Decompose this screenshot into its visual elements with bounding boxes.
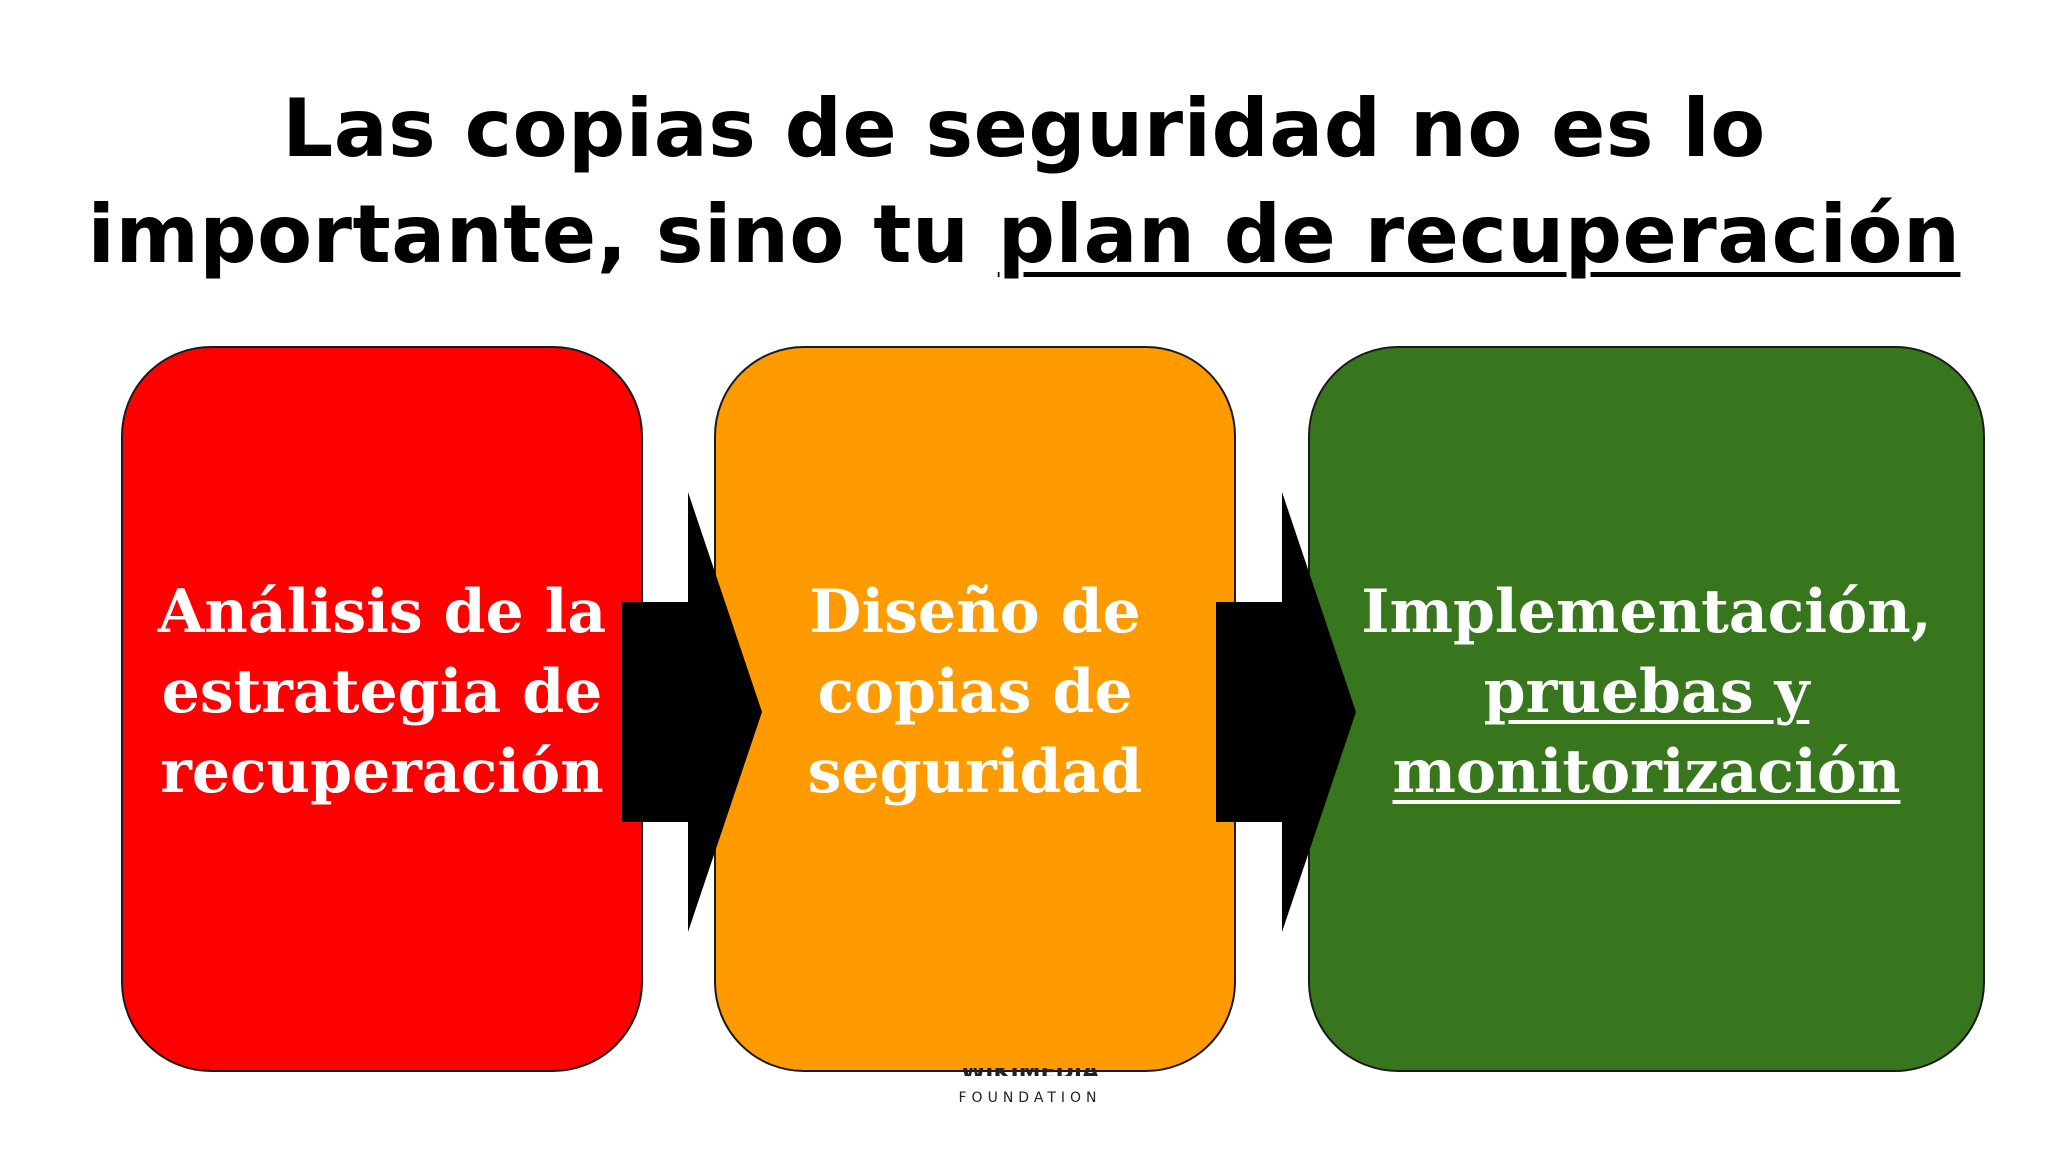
step-3-line-3: monitorización	[1361, 732, 1931, 812]
title-line-2-underlined: plan de recuperación	[997, 188, 1961, 281]
step-3-line-2: pruebas y	[1361, 652, 1931, 732]
logo-word: WIKIMEDIA	[940, 1068, 1120, 1076]
step-2-line-2: copias de	[817, 657, 1133, 727]
step-box-implementation: Implementación, pruebas y monitorización	[1308, 346, 1985, 1072]
wikimedia-logo: WIKIMEDIA FOUNDATION	[940, 1068, 1120, 1106]
slide-title: Las copias de seguridad no es lo importa…	[0, 76, 2048, 288]
step-2-line-1: Diseño de	[809, 577, 1141, 647]
arrow-right-icon	[622, 492, 762, 932]
arrow-2-shape	[1216, 492, 1356, 932]
step-label-implementation: Implementación, pruebas y monitorización	[1361, 572, 1931, 812]
step-box-analysis: Análisis de la estrategia de recuperació…	[121, 346, 643, 1072]
step-3-line-1: Implementación,	[1361, 577, 1932, 647]
step-3-line-2-text: pruebas y	[1483, 657, 1810, 727]
step-box-design: Diseño de copias de seguridad	[714, 346, 1236, 1072]
step-label-analysis: Análisis de la estrategia de recuperació…	[158, 572, 607, 812]
step-2-line-3: seguridad	[807, 737, 1143, 807]
arrow-right-icon	[1216, 492, 1356, 932]
arrow-1-shape	[622, 492, 762, 932]
step-1-line-3: recuperación	[160, 737, 604, 807]
step-1-line-2: estrategia de	[161, 657, 603, 727]
step-3-line-3-text: monitorización	[1392, 737, 1901, 807]
logo-sub: FOUNDATION	[958, 1090, 1102, 1106]
step-1-line-1: Análisis de la	[157, 577, 607, 647]
step-label-design: Diseño de copias de seguridad	[808, 572, 1143, 812]
title-line-2: importante, sino tu plan de recuperación	[0, 182, 2048, 288]
title-line-2-plain: importante, sino tu	[87, 188, 998, 281]
title-line-1: Las copias de seguridad no es lo	[282, 82, 1766, 175]
